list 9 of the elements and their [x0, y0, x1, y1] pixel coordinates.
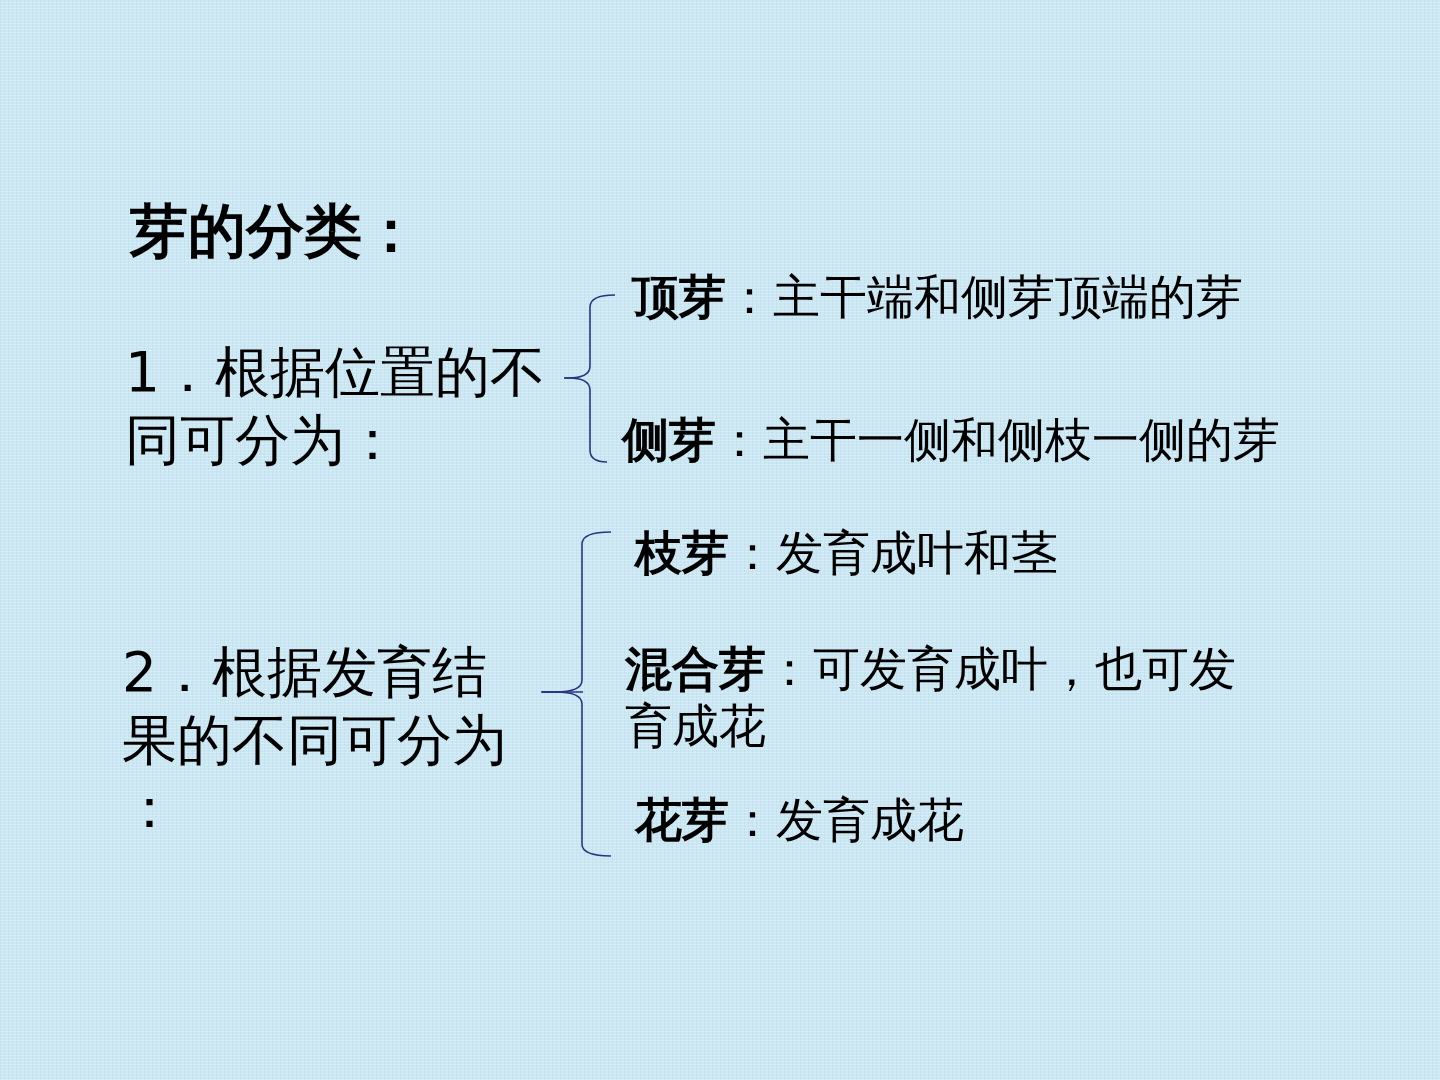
category-heading: 2．根据发育结果的不同可分为： — [122, 638, 543, 842]
definition-text: 混合芽：可发育成叶，也可发育成花 — [582, 640, 1260, 754]
definition-text: 花芽：发育成花 — [610, 793, 964, 857]
definition-text: 侧芽：主干一侧和侧枝一侧的芽 — [606, 413, 1280, 467]
brace-line — [540, 691, 612, 857]
definition-text: 枝芽：发育成叶和茎 — [610, 526, 1058, 580]
slide-title: 芽的分类： — [130, 196, 420, 267]
definition-text: 顶芽：主干端和侧芽顶端的芽 — [614, 270, 1243, 324]
category-heading: 1．根据位置的不同可分为： — [125, 338, 566, 474]
